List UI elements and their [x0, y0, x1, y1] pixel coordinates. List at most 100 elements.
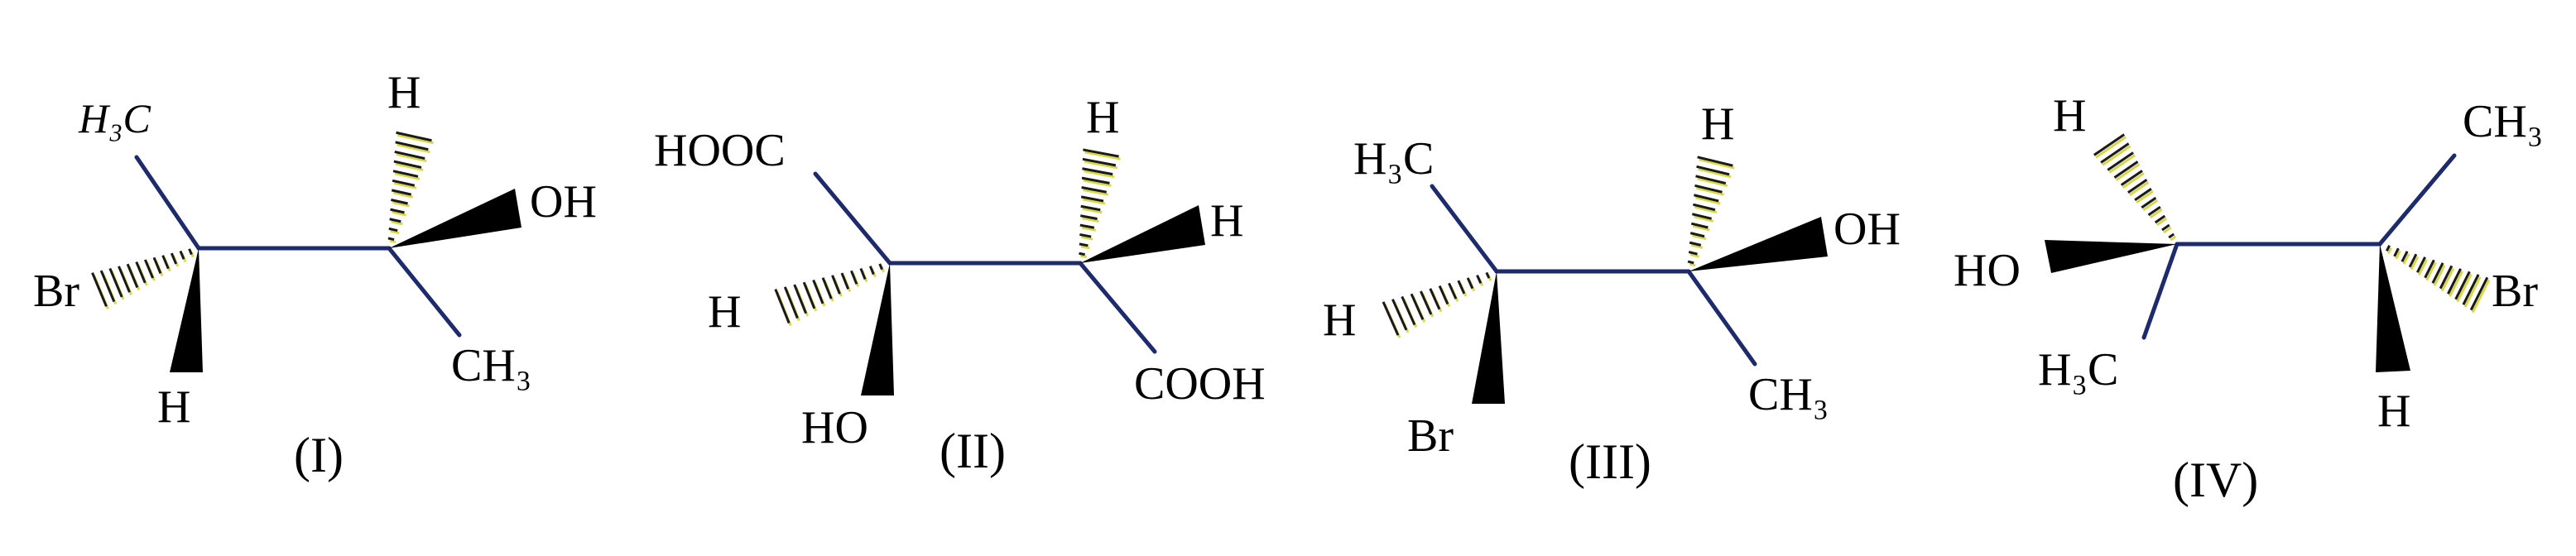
hash-shadow-stroke	[2456, 273, 2473, 303]
hash-wedge-IV-right	[2386, 245, 2491, 314]
hash-stroke	[1083, 148, 1119, 158]
caption-IV: (IV)	[2173, 453, 2258, 507]
hash-shadow-stroke	[396, 143, 430, 154]
hash-shadow-stroke	[2142, 199, 2159, 212]
hash-stroke	[135, 261, 147, 284]
bond-I-right-down	[387, 246, 462, 338]
solid-wedge-III-down	[1472, 271, 1505, 404]
hash-stroke	[392, 179, 416, 187]
hash-stroke	[393, 160, 422, 169]
hash-stroke	[2161, 223, 2170, 232]
hash-stroke	[143, 259, 155, 279]
label-II-down: COOH	[1134, 358, 1266, 410]
hash-shadow-stroke	[2433, 265, 2446, 286]
hash-shadow-stroke	[2402, 253, 2410, 265]
hash-stroke	[391, 199, 408, 205]
hash-stroke	[783, 286, 799, 319]
hash-stroke	[1079, 232, 1092, 238]
hash-stroke	[161, 255, 170, 270]
hash-stroke	[1476, 275, 1483, 284]
hash-stroke	[1694, 194, 1719, 203]
hash-stroke	[1079, 242, 1089, 247]
solid-wedge-III-right	[1689, 217, 1828, 271]
hash-stroke	[392, 170, 419, 178]
hash-stroke	[868, 266, 875, 276]
hash-shadow-stroke	[2149, 208, 2163, 219]
hash-stroke	[878, 263, 883, 271]
hash-stroke	[1079, 214, 1098, 220]
hash-stroke	[2462, 274, 2480, 305]
hash-stroke	[1429, 288, 1441, 310]
hash-shadow-stroke	[1698, 167, 1732, 179]
hash-stroke	[1689, 241, 1702, 247]
molecule-II: HOOC H HO H H COOH (II)	[654, 92, 1266, 478]
solid-wedge-I-right	[389, 189, 521, 248]
label-III-wedge-down: Br	[1407, 410, 1454, 462]
hash-stroke	[2408, 253, 2418, 268]
hash-shadow-stroke	[2115, 163, 2141, 181]
label-III-wedge-left: H	[1323, 295, 1356, 346]
hash-stroke	[1694, 184, 1723, 194]
hash-stroke	[1081, 186, 1108, 194]
hash-shadow-stroke	[2463, 276, 2482, 308]
label-II-wedge-right: H	[1210, 195, 1243, 247]
label-I-down: CH₃	[451, 340, 531, 391]
hash-shadow-stroke	[1699, 158, 1735, 170]
label-IV-wedge-right: Br	[2492, 266, 2538, 317]
hash-shadow-stroke	[394, 172, 421, 180]
hash-shadow-stroke	[2410, 256, 2420, 271]
hash-shadow-stroke	[395, 162, 424, 171]
solid-wedge-II-right	[1080, 205, 1205, 263]
label-I-left-upper: H₃C	[78, 95, 151, 141]
hash-stroke	[2424, 259, 2435, 279]
hash-stroke	[1079, 252, 1085, 256]
hash-stroke	[2107, 151, 2134, 171]
caption-II: (II)	[940, 424, 1006, 478]
label-II-up: H	[1086, 92, 1119, 143]
hash-stroke	[2134, 187, 2152, 202]
hash-stroke	[831, 275, 841, 295]
hash-stroke	[2120, 170, 2143, 186]
hash-stroke	[126, 263, 139, 289]
hash-shadow-stroke	[2418, 259, 2428, 276]
hash-stroke	[840, 272, 850, 290]
hash-stroke	[1382, 301, 1400, 336]
hash-stroke	[188, 248, 193, 256]
hash-stroke	[2113, 161, 2139, 179]
hash-shadow-stroke	[2425, 261, 2437, 281]
label-I-wedge-left: Br	[33, 266, 79, 317]
hash-shadow-stroke	[2440, 267, 2455, 292]
label-II-wedge-down: HO	[801, 402, 868, 453]
hash-stroke	[2431, 262, 2444, 284]
hash-stroke	[1420, 290, 1433, 315]
hash-wedge-II-up	[1079, 148, 1121, 259]
hash-stroke	[793, 284, 807, 314]
hash-shadow-stroke	[2395, 250, 2401, 260]
label-III-left-upper: H₃C	[1353, 133, 1434, 185]
hash-shadow-stroke	[1081, 217, 1099, 223]
hash-shadow-stroke	[390, 229, 400, 235]
hash-stroke	[91, 272, 108, 307]
hash-stroke	[1687, 260, 1694, 265]
hash-shadow-stroke	[2387, 247, 2392, 254]
hash-wedge-I-left	[91, 248, 195, 309]
hash-stroke	[850, 270, 858, 285]
hash-stroke	[2127, 179, 2148, 194]
hash-stroke	[2147, 205, 2161, 217]
hash-shadow-stroke	[392, 201, 410, 208]
hash-shadow-stroke	[1081, 226, 1097, 232]
hash-shadow-stroke	[1689, 253, 1699, 258]
bond-IV-right-upper	[2377, 153, 2457, 247]
hash-shadow-stroke	[2471, 279, 2491, 314]
hash-stroke	[1689, 232, 1705, 238]
hash-wedge-I-up	[387, 131, 434, 244]
hash-wedge-III-up	[1687, 156, 1735, 267]
hash-shadow-stroke	[2449, 271, 2463, 297]
solid-wedge-II-down	[861, 263, 894, 395]
hash-stroke	[2093, 133, 2126, 156]
hash-shadow-stroke	[1084, 160, 1118, 170]
hash-shadow-stroke	[1082, 198, 1106, 205]
hash-stroke	[2469, 276, 2489, 311]
hash-shadow-stroke	[1081, 235, 1093, 241]
hash-stroke	[99, 270, 116, 303]
